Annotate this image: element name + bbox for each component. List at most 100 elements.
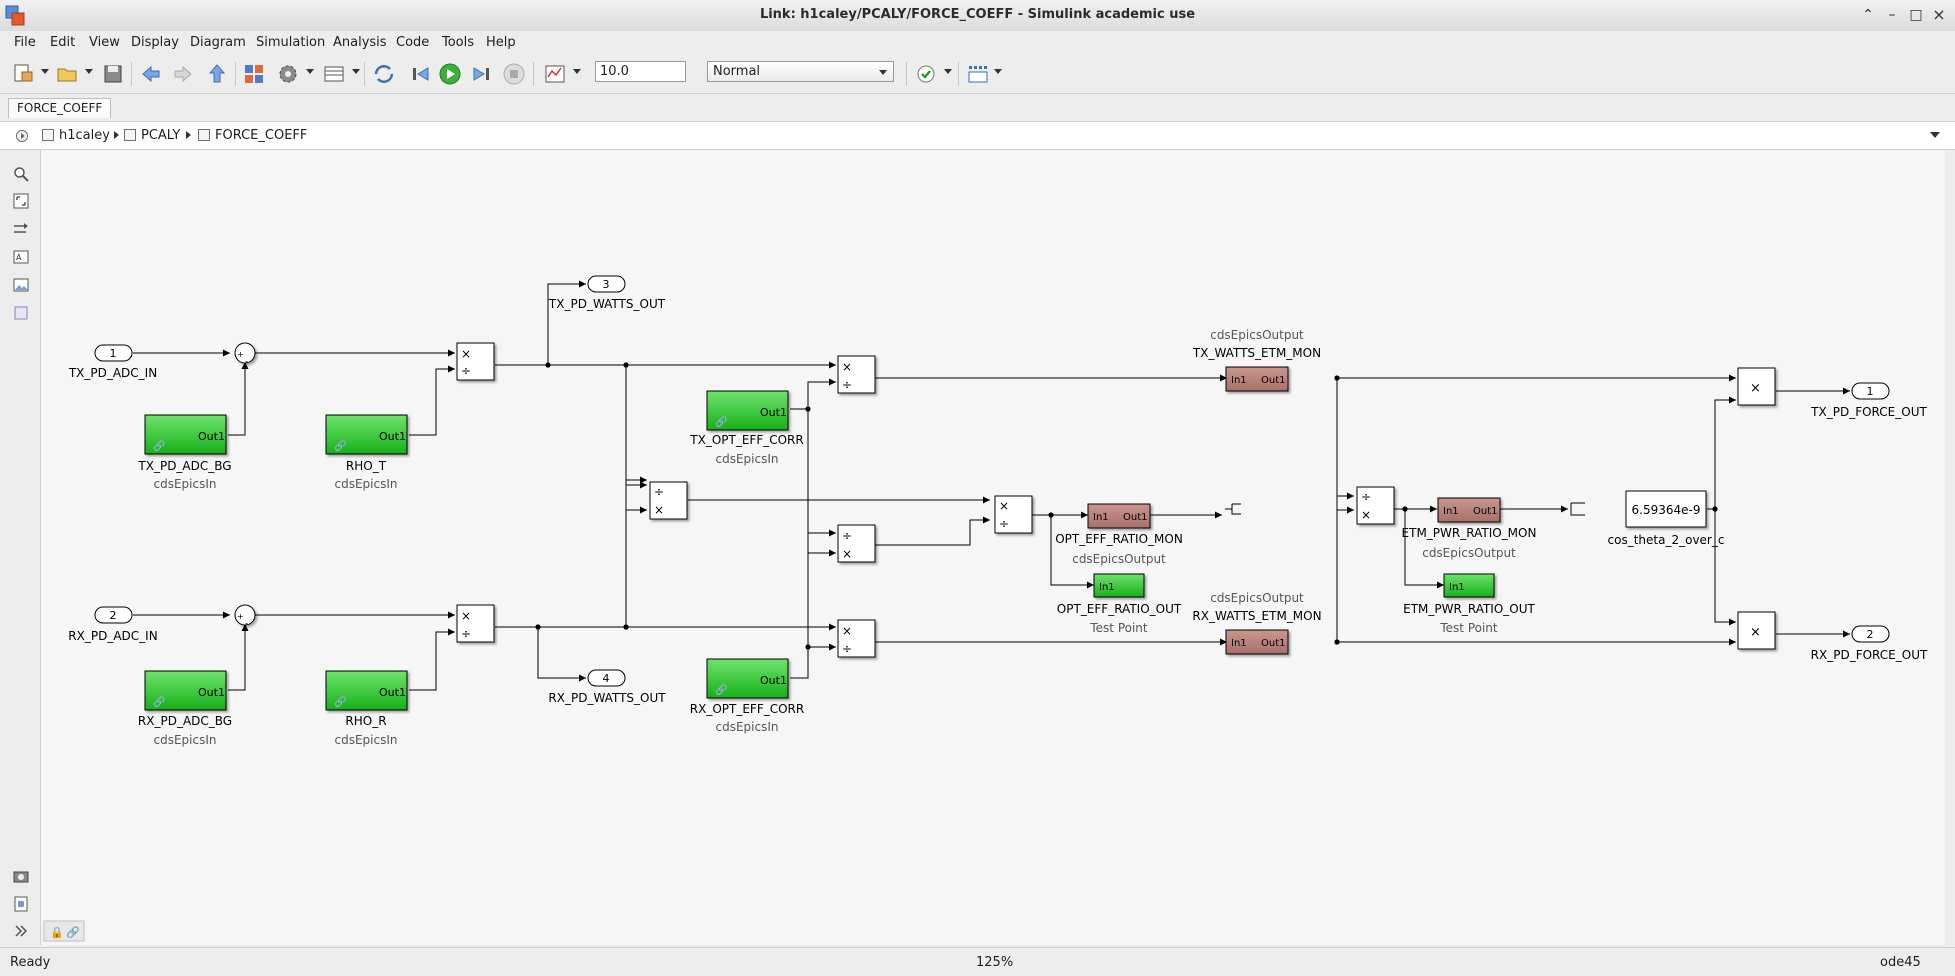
menu-bar: File Edit View Display Diagram Simulatio… (0, 31, 1955, 53)
outport-tx-pd-watts[interactable]: 3 TX_PD_WATTS_OUT (548, 275, 666, 311)
minimize-icon[interactable]: – (1888, 7, 1896, 23)
breadcrumb-force-coeff[interactable]: FORCE_COEFF (215, 128, 308, 143)
close-icon[interactable]: × (1932, 5, 1946, 24)
model-browser-icon[interactable] (13, 896, 29, 912)
explorer-dropdown-icon[interactable] (352, 69, 360, 74)
toolbar-separator (533, 62, 534, 86)
annotation-icon[interactable]: A (13, 249, 29, 265)
menu-file[interactable]: File (14, 35, 36, 50)
arrow-direction-icon[interactable] (13, 221, 29, 237)
up-to-parent-icon[interactable] (205, 62, 229, 86)
stop-time-input[interactable]: 10.0 (595, 61, 686, 82)
menu-diagram[interactable]: Diagram (190, 35, 246, 50)
testpoint-opt-eff-ratio-out[interactable]: In1 OPT_EFF_RATIO_OUT Test Point (1057, 573, 1182, 635)
epics-out-tx-watts-etm-mon[interactable]: cdsEpicsOutput TX_WATTS_ETM_MON In1 Out1 (1192, 328, 1321, 392)
menu-edit[interactable]: Edit (50, 35, 76, 50)
model-explorer-icon[interactable] (322, 62, 346, 86)
inport-rx[interactable]: 2 RX_PD_ADC_IN (68, 606, 158, 643)
epics-in-tx-pd-adc-bg[interactable]: Out1 🔗 TX_PD_ADC_BG cdsEpicsIn (137, 414, 232, 491)
epics-out-etm-pwr-ratio-mon[interactable]: In1 Out1 ETM_PWR_RATIO_MON cdsEpicsOutpu… (1402, 497, 1537, 560)
solver-name[interactable]: ode45 (1880, 955, 1921, 970)
step-forward-icon[interactable] (470, 62, 494, 86)
product-block-tx-force[interactable]: × (1737, 367, 1776, 406)
product-block-tx-eff[interactable]: × ÷ (837, 355, 876, 394)
save-icon[interactable] (101, 62, 125, 86)
new-dropdown-icon[interactable] (41, 69, 49, 74)
inport-tx[interactable]: 1 TX_PD_ADC_IN (68, 344, 157, 380)
update-diagram-icon[interactable] (372, 62, 396, 86)
fit-to-view-icon[interactable] (13, 193, 29, 209)
breadcrumb-dropdown-icon[interactable] (1930, 132, 1940, 138)
collapse-icon[interactable]: ⌃ (1862, 7, 1874, 23)
menu-tools[interactable]: Tools (442, 35, 475, 50)
expand-palette-icon[interactable] (13, 923, 29, 939)
product-div-sign: ÷ (654, 485, 664, 499)
simulation-mode-select[interactable]: Normal (707, 61, 894, 82)
product-block-rx-rho[interactable]: × ÷ (456, 604, 495, 643)
constant-cos-theta[interactable]: 6.59364e-9 cos_theta_2_over_c (1608, 490, 1725, 547)
terminator-etm-pwr[interactable] (1570, 502, 1585, 516)
product-block-eff-ratio[interactable]: ÷ × (837, 524, 876, 563)
advisor-dropdown-icon[interactable] (944, 69, 952, 74)
area-icon[interactable] (13, 305, 29, 321)
menu-analysis[interactable]: Analysis (333, 35, 387, 50)
tab-force-coeff[interactable]: FORCE_COEFF (8, 98, 112, 118)
outport-rx-pd-force[interactable]: 2 RX_PD_FORCE_OUT (1811, 625, 1928, 662)
menu-help[interactable]: Help (486, 35, 516, 50)
open-dropdown-icon[interactable] (85, 69, 93, 74)
block-type: cdsEpicsIn (154, 477, 217, 491)
epics-in-rho-t[interactable]: Out1 🔗 RHO_T cdsEpicsIn (325, 414, 408, 491)
product-block-rx-eff[interactable]: × ÷ (837, 619, 876, 658)
product-block-etm-ratio[interactable]: ÷ × (1356, 486, 1395, 525)
step-back-icon[interactable] (408, 62, 432, 86)
build-icon[interactable] (966, 62, 990, 86)
product-block-ratio-pd[interactable]: ÷ × (649, 481, 688, 520)
menu-simulation[interactable]: Simulation (256, 35, 326, 50)
model-advisor-icon[interactable] (914, 62, 938, 86)
back-icon[interactable] (139, 62, 163, 86)
sum-block-tx[interactable]: + - (234, 342, 256, 367)
model-config-gear-icon[interactable] (276, 62, 300, 86)
run-icon[interactable] (438, 62, 462, 86)
breadcrumb-h1caley[interactable]: h1caley (59, 128, 110, 143)
forward-icon[interactable] (171, 62, 195, 86)
breadcrumb-pcaly[interactable]: PCALY (141, 128, 181, 143)
lock-icon: 🔒 (50, 926, 64, 939)
epics-in-rho-r[interactable]: Out1 🔗 RHO_R cdsEpicsIn (325, 670, 408, 747)
menu-view[interactable]: View (89, 35, 120, 50)
link-icon: 🔗 (334, 695, 347, 708)
scope-dropdown-icon[interactable] (573, 69, 581, 74)
screenshot-icon[interactable] (13, 868, 29, 884)
sum-block-rx[interactable]: + - (234, 604, 256, 629)
image-icon[interactable] (13, 277, 29, 293)
epics-in-rx-pd-adc-bg[interactable]: Out1 🔗 RX_PD_ADC_BG cdsEpicsIn (138, 670, 232, 747)
config-dropdown-icon[interactable] (306, 69, 314, 74)
epics-in-tx-opt-eff-corr[interactable]: Out1 🔗 TX_OPT_EFF_CORR cdsEpicsIn (689, 390, 804, 466)
hide-explorer-icon[interactable] (15, 129, 29, 143)
inport-label: TX_PD_ADC_IN (68, 366, 157, 380)
product-block-rx-force[interactable]: × (1737, 611, 1776, 650)
open-folder-icon[interactable] (55, 62, 79, 86)
menu-code[interactable]: Code (396, 35, 430, 50)
epics-in-rx-opt-eff-corr[interactable]: Out1 🔗 RX_OPT_EFF_CORR cdsEpicsIn (690, 658, 804, 734)
zoom-icon[interactable] (13, 166, 29, 182)
new-model-icon[interactable] (12, 62, 36, 86)
product-block-opt-ratio[interactable]: × ÷ (994, 495, 1033, 534)
terminator-opt-eff[interactable] (1225, 503, 1241, 515)
build-dropdown-icon[interactable] (994, 69, 1002, 74)
maximize-icon[interactable]: □ (1909, 7, 1923, 23)
model-canvas[interactable]: 1 TX_PD_ADC_IN 2 RX_PD_ADC_IN + - + - × … (41, 150, 1945, 945)
testpoint-etm-pwr-ratio-out[interactable]: In1 ETM_PWR_RATIO_OUT Test Point (1403, 573, 1536, 635)
library-browser-icon[interactable] (242, 62, 266, 86)
epics-out-rx-watts-etm-mon[interactable]: cdsEpicsOutput RX_WATTS_ETM_MON In1 Out1 (1192, 591, 1322, 655)
scope-icon[interactable] (543, 62, 567, 86)
outport-tx-pd-force[interactable]: 1 TX_PD_FORCE_OUT (1810, 382, 1927, 419)
toolbar-separator (364, 62, 365, 86)
outport-rx-pd-watts[interactable]: 4 RX_PD_WATTS_OUT (548, 669, 666, 705)
product-block-tx-rho[interactable]: × ÷ (456, 342, 495, 381)
stop-icon[interactable] (502, 62, 526, 86)
lock-link-control[interactable]: 🔒 🔗 (43, 920, 85, 942)
port-label: Out1 (198, 686, 225, 699)
epics-out-opt-eff-ratio-mon[interactable]: In1 Out1 OPT_EFF_RATIO_MON cdsEpicsOutpu… (1055, 503, 1183, 566)
menu-display[interactable]: Display (131, 35, 179, 50)
